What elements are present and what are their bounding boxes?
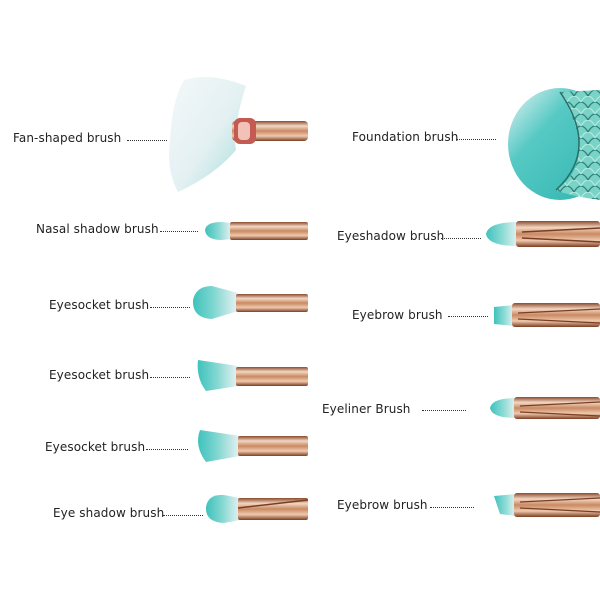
label-eyebrow-brush-1: Eyebrow brush [352,308,443,322]
label-eye-shadow-brush: Eye shadow brush [53,506,165,520]
fan-brush-image [169,77,308,192]
label-eyeliner-brush: Eyeliner Brush [322,402,411,416]
eyeliner-brush-image [490,397,600,419]
leader-line [163,515,203,516]
leader-line [150,307,190,308]
leader-line [456,139,496,140]
leader-line [422,410,466,411]
eye-shadow-brush-image [205,494,309,523]
label-fan-shaped-brush: Fan-shaped brush [13,131,122,145]
leader-line [430,507,474,508]
label-nasal-shadow-brush: Nasal shadow brush [36,222,159,236]
label-eyesocket-brush-3: Eyesocket brush [45,440,146,454]
label-eyesocket-brush-1: Eyesocket brush [49,298,150,312]
eyesocket-brush-3-image [198,430,308,462]
eyesocket-brush-1-image [192,286,308,319]
leader-line [441,238,481,239]
label-eyeshadow-brush: Eyeshadow brush [337,229,445,243]
eyebrow-brush-2-image [494,493,600,517]
leader-line [448,316,488,317]
nasal-shadow-brush-image [205,222,308,240]
foundation-brush-image [508,88,600,200]
label-foundation-brush: Foundation brush [352,130,459,144]
label-eyesocket-brush-2: Eyesocket brush [49,368,150,382]
eyesocket-brush-2-image [197,360,308,391]
leader-line [127,140,167,141]
eyeshadow-brush-right-image [486,221,600,247]
leader-line [160,231,198,232]
leader-line [150,377,190,378]
leader-line [146,449,188,450]
label-eyebrow-brush-2: Eyebrow brush [337,498,428,512]
eyebrow-brush-1-image [494,303,600,327]
